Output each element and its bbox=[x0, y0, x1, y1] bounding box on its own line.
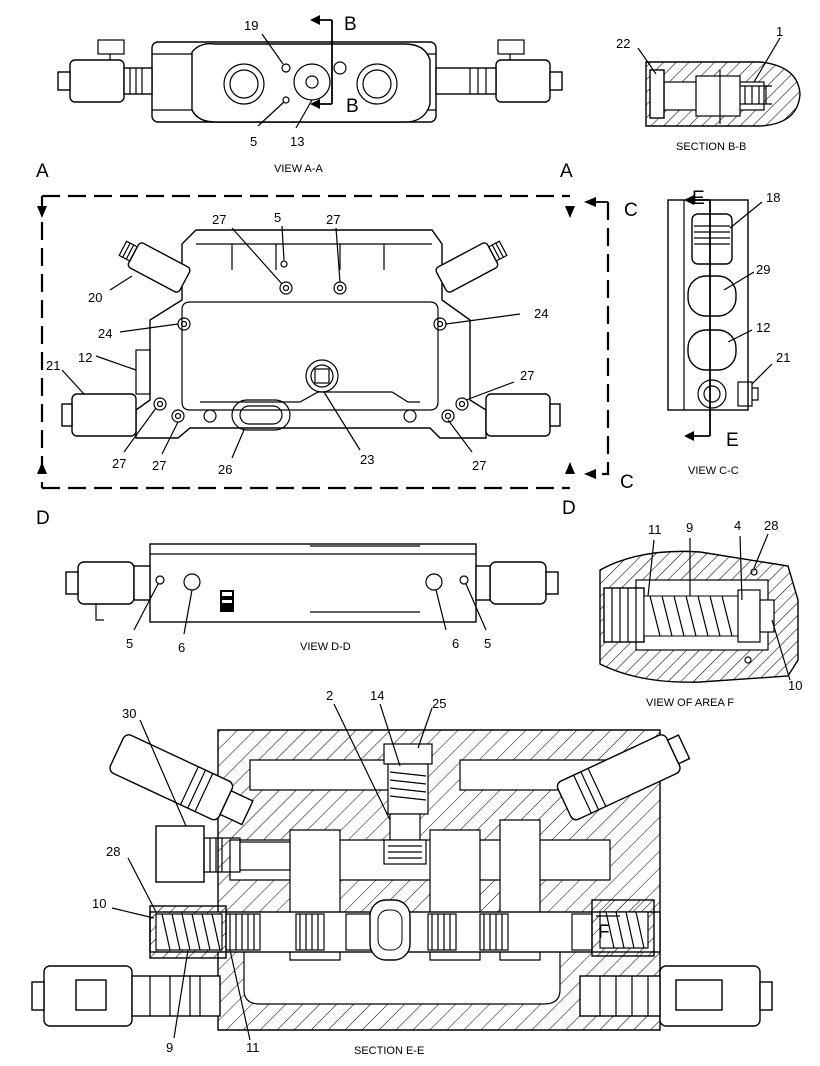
section-marker-b-top: B bbox=[344, 14, 357, 35]
section-marker-e-top: E bbox=[692, 188, 705, 209]
main-view-drawing bbox=[37, 194, 610, 490]
section-ee-caption: SECTION E-E bbox=[354, 1045, 424, 1057]
callout-29: 29 bbox=[756, 262, 770, 277]
callout-27: 27 bbox=[112, 456, 126, 471]
view-aa-drawing bbox=[57, 15, 563, 129]
view-dd-drawing bbox=[65, 543, 559, 635]
callout-9: 9 bbox=[686, 520, 693, 535]
callout-10: 10 bbox=[788, 678, 802, 693]
callout-13: 13 bbox=[290, 134, 304, 149]
callout-23: 23 bbox=[360, 452, 374, 467]
callout-28: 28 bbox=[106, 844, 120, 859]
callout-21: 21 bbox=[776, 350, 790, 365]
section-marker-c-top: C bbox=[624, 200, 638, 221]
section-marker-e-bottom: E bbox=[726, 430, 739, 451]
callout-11: 11 bbox=[246, 1040, 260, 1055]
section-bb-drawing bbox=[637, 37, 801, 127]
section-marker-d-left: D bbox=[36, 508, 50, 529]
view-dd-caption: VIEW D-D bbox=[300, 641, 351, 653]
callout-30: 30 bbox=[122, 706, 136, 721]
callout-12: 12 bbox=[756, 320, 770, 335]
callout-21: 21 bbox=[46, 358, 60, 373]
callout-11: 11 bbox=[648, 522, 662, 537]
view-cc-drawing bbox=[667, 195, 773, 441]
callout-27: 27 bbox=[520, 368, 534, 383]
view-cc-caption: VIEW C-C bbox=[688, 465, 739, 477]
callout-25: 25 bbox=[432, 696, 446, 711]
section-marker-c-bottom: C bbox=[620, 472, 634, 493]
callout-1: 1 bbox=[776, 24, 783, 39]
callout-27: 27 bbox=[152, 458, 166, 473]
callout-2: 2 bbox=[326, 688, 333, 703]
callout-22: 22 bbox=[616, 36, 630, 51]
callout-5: 5 bbox=[484, 636, 491, 651]
callout-20: 20 bbox=[88, 290, 102, 305]
callout-14: 14 bbox=[370, 688, 384, 703]
callout-6: 6 bbox=[178, 640, 185, 655]
view-area-f-caption: VIEW OF AREA F bbox=[646, 697, 734, 709]
section-marker-a-right: A bbox=[560, 161, 573, 182]
callout-27: 27 bbox=[326, 212, 340, 227]
callout-24: 24 bbox=[98, 326, 112, 341]
callout-10: 10 bbox=[92, 896, 106, 911]
callout-27: 27 bbox=[212, 212, 226, 227]
callout-12: 12 bbox=[78, 350, 92, 365]
callout-27: 27 bbox=[472, 458, 486, 473]
view-area-f-drawing bbox=[599, 533, 799, 683]
callout-19: 19 bbox=[244, 18, 258, 33]
callout-24: 24 bbox=[534, 306, 548, 321]
section-marker-b-bottom: B bbox=[346, 96, 359, 117]
callout-9: 9 bbox=[166, 1040, 173, 1055]
callout-5: 5 bbox=[274, 210, 281, 225]
section-bb-caption: SECTION B-B bbox=[676, 141, 746, 153]
view-aa-caption: VIEW A-A bbox=[274, 163, 324, 175]
callout-6: 6 bbox=[452, 636, 459, 651]
callout-5: 5 bbox=[250, 134, 257, 149]
section-marker-a-left: A bbox=[36, 161, 49, 182]
callout-4: 4 bbox=[734, 518, 741, 533]
section-ee-drawing bbox=[31, 703, 773, 1041]
callout-18: 18 bbox=[766, 190, 780, 205]
callout-28: 28 bbox=[764, 518, 778, 533]
callout-5: 5 bbox=[126, 636, 133, 651]
section-marker-d-right: D bbox=[562, 498, 576, 519]
callout-26: 26 bbox=[218, 462, 232, 477]
section-marker-f: F bbox=[598, 922, 610, 943]
